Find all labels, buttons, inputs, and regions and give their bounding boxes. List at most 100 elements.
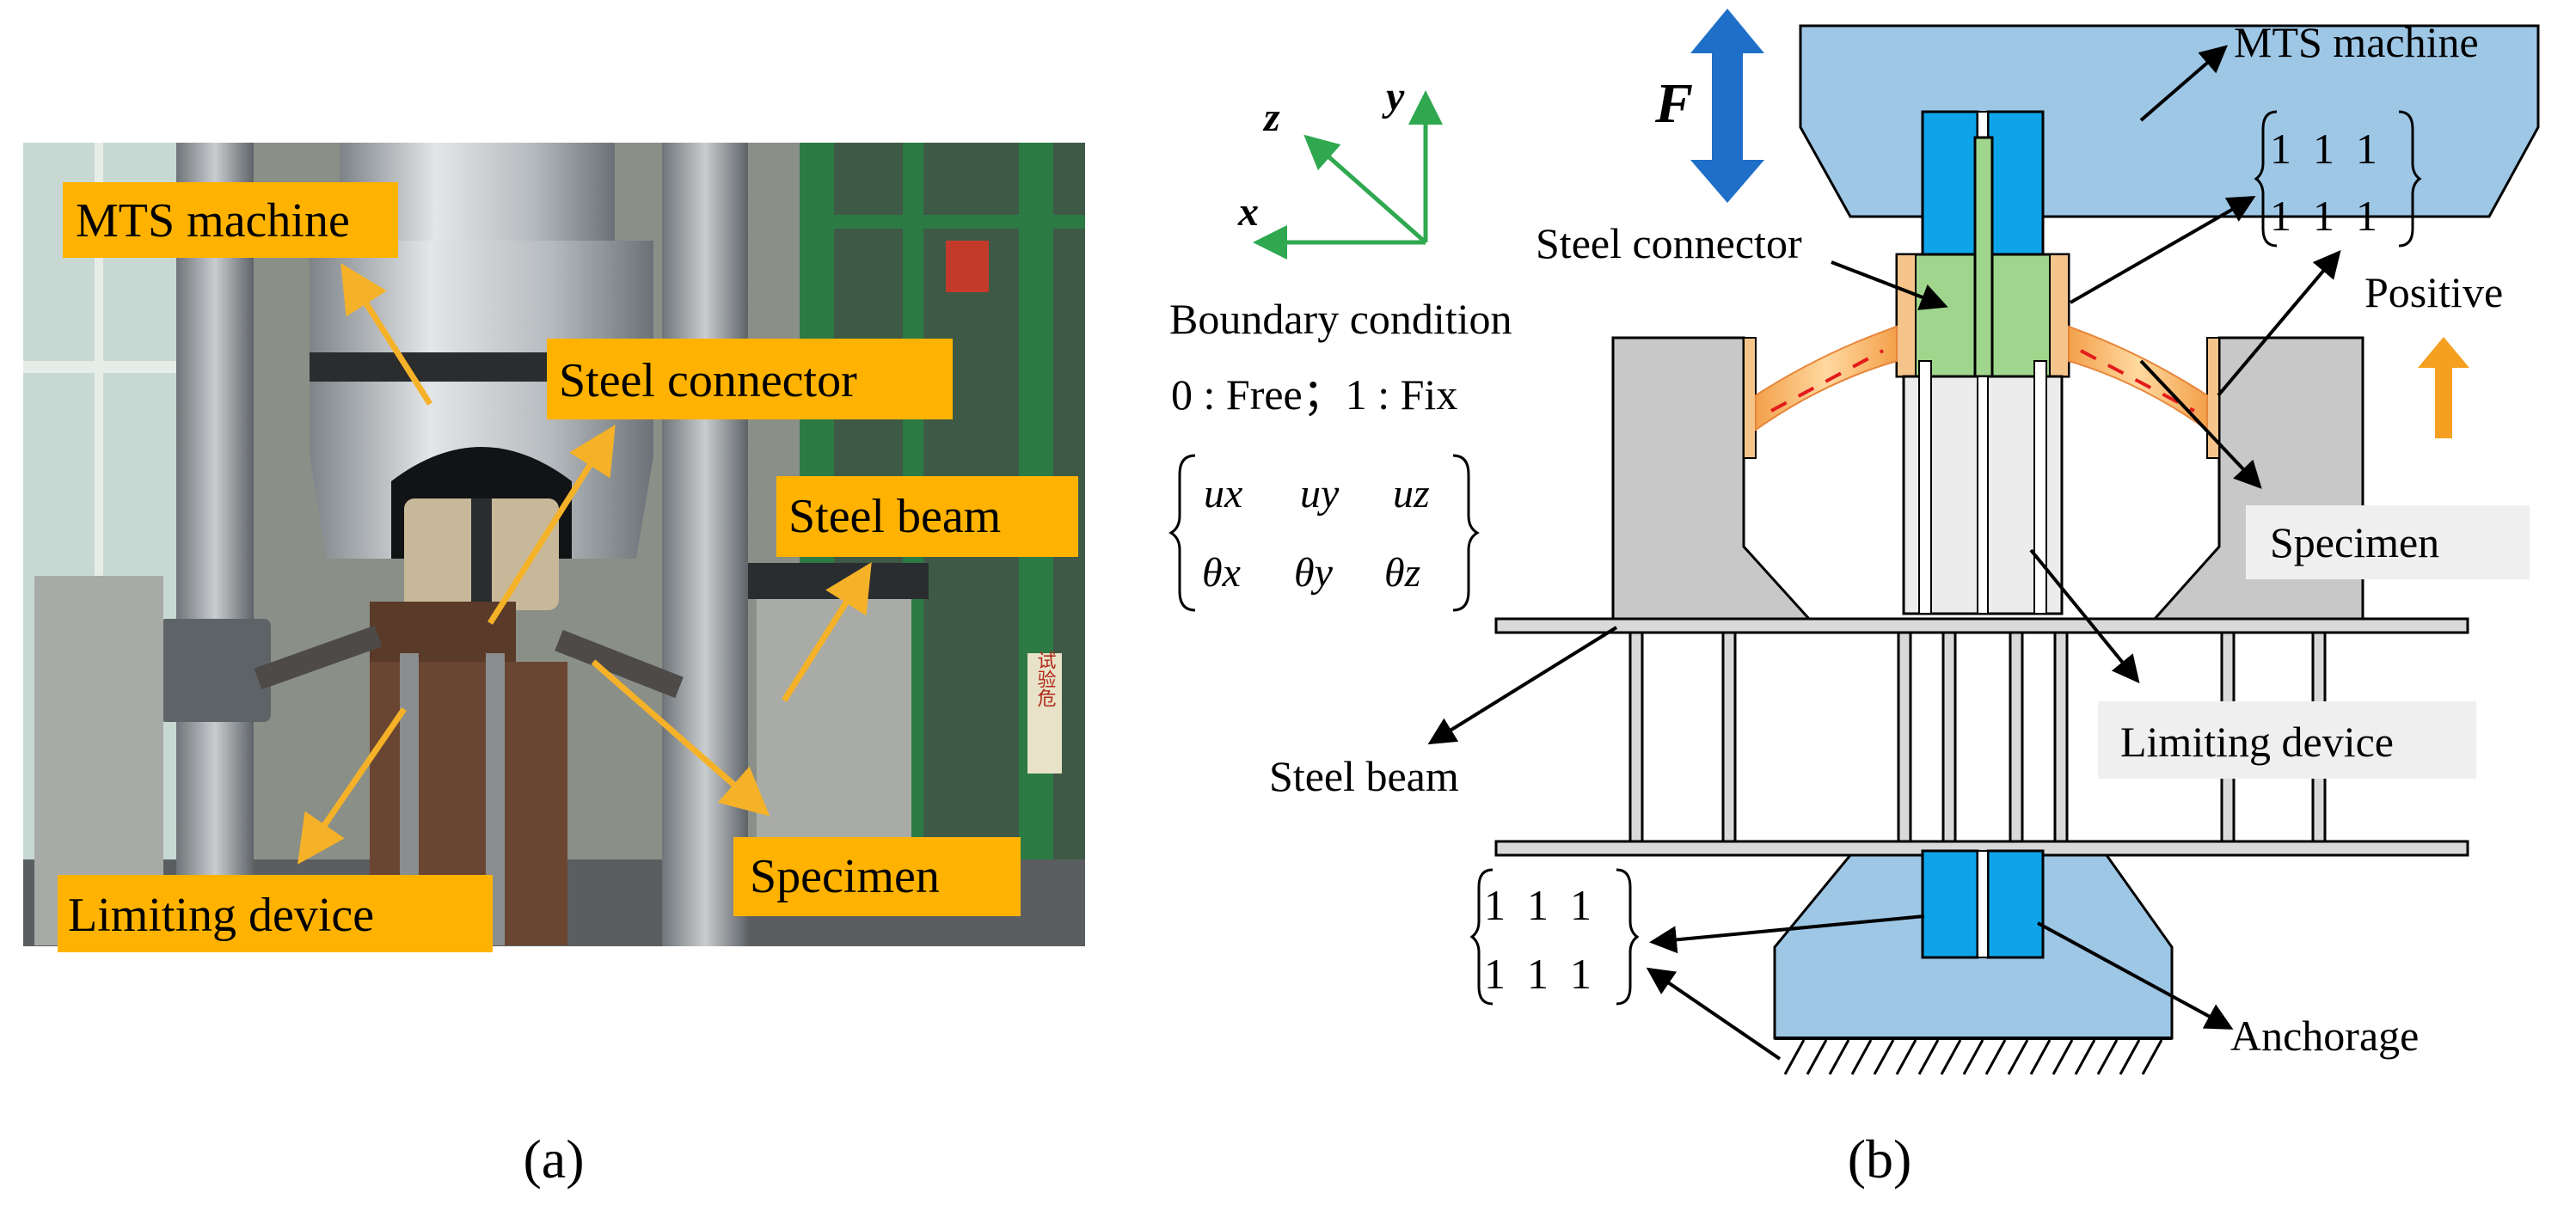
steel-beam-top: [1494, 617, 2469, 634]
photo-right-column: [662, 143, 748, 946]
boundary-matrix: ux uy uz θx θy θz: [1168, 454, 1480, 612]
label-bg-specimen: [2246, 505, 2530, 579]
boundary-uz: uz: [1393, 471, 1430, 517]
connector-plate: [1973, 136, 1994, 380]
photo-arrow-limiting: [297, 707, 407, 865]
boundary-theta-y: θy: [1294, 550, 1334, 596]
photo-label-connector-text: Steel connector: [559, 354, 857, 407]
ground-hatch-line: [2141, 1039, 2163, 1075]
limiting-center-bar: [1977, 376, 1989, 615]
photo-label-limiting: Limiting device: [58, 875, 493, 952]
boundary-theta-x: θx: [1202, 550, 1241, 596]
mts-bottom-grip-slot: [1977, 850, 1989, 958]
limiting-slot-right: [2033, 360, 2047, 615]
photo-left-column-collar: [159, 619, 271, 722]
beam-web: [1941, 631, 1957, 843]
photo-label-specimen-box: [733, 837, 1021, 916]
beam-web: [2009, 631, 2024, 843]
arrow-matrix-top-b: [2217, 249, 2341, 397]
boundary-right-brace: [1452, 454, 1480, 612]
photo-arrows: [297, 263, 872, 865]
photo-sign-text: 试验危: [1034, 651, 1057, 707]
arrow-matrix-bottom-b: [1646, 967, 1782, 1061]
photo-label-specimen: Specimen: [733, 837, 1021, 916]
ground-hatch-line: [2074, 1039, 2096, 1075]
boundary-left-brace: [1168, 454, 1196, 612]
photo-arrow-connector: [488, 425, 616, 625]
photo-arrow-mts: [340, 263, 432, 406]
boundary-title: Boundary condition: [1169, 295, 1512, 343]
label-limiting-device: Limiting device: [2120, 718, 2394, 766]
specimen-right-shape: [2068, 325, 2208, 431]
ground-hatch-line: [2052, 1039, 2074, 1075]
photo-arrow-specimen: [591, 659, 770, 816]
ground-hatch: [1783, 1039, 2163, 1075]
ground-hatch-line: [1850, 1039, 1873, 1075]
matrix-bottom-row1: 1 1 1: [1484, 881, 1592, 929]
positive-label: Positive: [2364, 268, 2503, 316]
positive-arrow: [2418, 337, 2469, 438]
arrow-anchorage: [2037, 921, 2234, 1030]
panel-a-caption: (a): [523, 1128, 584, 1189]
photo-left-column: [176, 143, 254, 946]
photo-window-frame: [95, 143, 103, 946]
ground-hatch-line: [1873, 1039, 1895, 1075]
axis-y-label: y: [1382, 74, 1405, 119]
photo-specimen-right: [555, 629, 684, 699]
axis-x-label: x: [1237, 189, 1259, 235]
ground-hatch-line: [1828, 1039, 1850, 1075]
axis-z-arrow: [1303, 134, 1427, 244]
axis-z-label: z: [1262, 95, 1280, 140]
label-mts-machine: MTS machine: [2234, 18, 2479, 66]
photo-grip-center: [471, 498, 492, 610]
photo-label-beam-text: Steel beam: [788, 490, 1001, 543]
boundary-ux: ux: [1204, 471, 1242, 517]
photo-steel-beam: [748, 563, 929, 599]
coordinate-axes: [1253, 90, 1443, 260]
matrix-top: 1 1 1 1 1 1: [2254, 110, 2422, 248]
arrow-beam: [1427, 626, 1618, 745]
photo-red-sign: [946, 241, 989, 292]
photo-green-beam: [800, 215, 1085, 229]
photo-specimen-left: [254, 625, 383, 690]
label-anchorage: Anchorage: [2230, 1012, 2419, 1060]
label-specimen: Specimen: [2270, 518, 2439, 566]
force-label: F: [1654, 72, 1693, 135]
photo-limiting-plate: [486, 653, 505, 945]
label-steel-beam: Steel beam: [1269, 752, 1459, 800]
matrix-top-right-brace: [2398, 110, 2422, 248]
specimen-left-core: [1770, 349, 1884, 413]
photo-label-beam-box: [776, 476, 1078, 557]
ground-hatch-line: [1783, 1039, 1806, 1075]
arrow-connector: [1831, 260, 1948, 310]
panel-b-caption: (b): [1848, 1128, 1912, 1189]
boundary-theta-z: θz: [1384, 550, 1421, 596]
specimen-left-shape: [1755, 325, 1898, 431]
photo-label-beam: Steel beam: [776, 476, 1078, 557]
matrix-bottom-left-brace: [1469, 868, 1493, 1006]
photo-label-connector: Steel connector: [547, 339, 953, 419]
beam-web: [1897, 631, 1912, 843]
arrow-matrix-top-a: [2070, 196, 2256, 304]
matrix-top-row1: 1 1 1: [2270, 125, 2377, 173]
connector-end-left: [1896, 254, 1917, 377]
ground-hatch-line: [1962, 1039, 1984, 1075]
matrix-top-row2: 1 1 1: [2270, 192, 2377, 240]
photo-limiting-plate: [400, 653, 419, 945]
left-support: [1611, 336, 1812, 621]
beam-web: [2053, 631, 2069, 843]
mts-bottom-grip-left: [1921, 849, 1979, 959]
force-arrow: [1690, 9, 1764, 203]
label-steel-connector: Steel connector: [1536, 219, 1802, 267]
mts-bottom-grip-right: [1986, 849, 2045, 959]
boundary-uy: uy: [1300, 471, 1340, 517]
arrow-specimen: [2139, 359, 2262, 489]
matrix-bottom-row2: 1 1 1: [1484, 950, 1592, 998]
diagram-arrows: [1427, 45, 2341, 1061]
ground-hatch-line: [2029, 1039, 2052, 1075]
photo-label-mts-text: MTS machine: [76, 194, 350, 248]
arrow-mts: [2139, 45, 2229, 122]
photo-label-mts: MTS machine: [63, 182, 398, 258]
photo-arrow-beam: [782, 562, 872, 702]
photo-sign-post: [1027, 653, 1062, 774]
